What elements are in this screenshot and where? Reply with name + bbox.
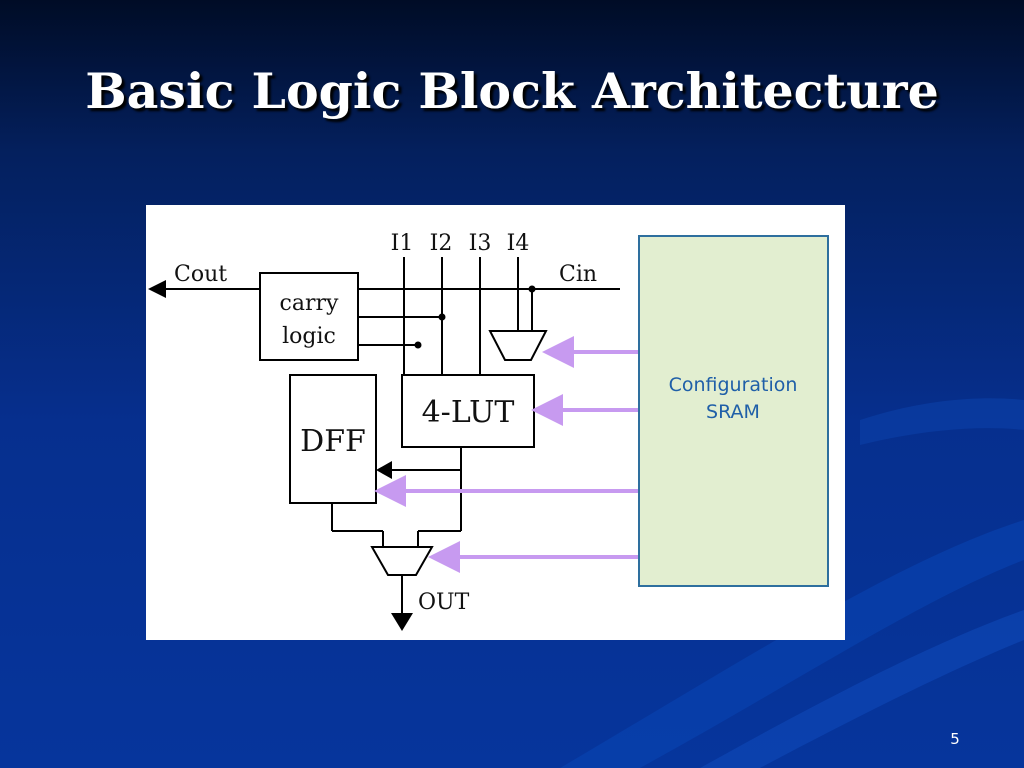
lut-label: 4-LUT <box>422 395 515 430</box>
carry-logic-label-2: logic <box>282 324 336 349</box>
input-label-i4: I4 <box>507 231 530 256</box>
dff-box <box>289 374 377 504</box>
sram-label-2: SRAM <box>706 401 760 423</box>
input-label-i1: I1 <box>391 231 414 256</box>
cout-arrow-icon <box>148 280 166 298</box>
junction-dot <box>528 285 536 293</box>
junction-dot <box>414 341 422 349</box>
diagram-canvas: carry logic DFF 4-LUT I1 I2 I3 I4 Cout C… <box>148 231 829 631</box>
out-label: OUT <box>418 590 470 615</box>
slide-title: Basic Logic Block Architecture <box>85 62 939 120</box>
sram-label-1: Configuration <box>669 374 798 396</box>
logic-block-diagram: carry logic DFF 4-LUT I1 I2 I3 I4 Cout C… <box>146 205 845 640</box>
carry-logic-box <box>259 272 359 361</box>
cin-label: Cin <box>559 262 597 287</box>
output-mux <box>370 546 434 576</box>
dff-label: DFF <box>300 424 366 459</box>
input-label-i2: I2 <box>430 231 453 256</box>
carry-logic-label-1: carry <box>280 291 339 316</box>
slide-page-number: 5 <box>950 730 960 748</box>
dff-input-triangle-icon <box>376 461 392 479</box>
junction-dot <box>438 313 446 321</box>
cout-label: Cout <box>174 262 227 287</box>
input-label-i3: I3 <box>469 231 492 256</box>
configuration-sram-box <box>638 235 829 587</box>
carry-mux <box>488 330 548 361</box>
out-arrow-icon <box>391 613 413 631</box>
